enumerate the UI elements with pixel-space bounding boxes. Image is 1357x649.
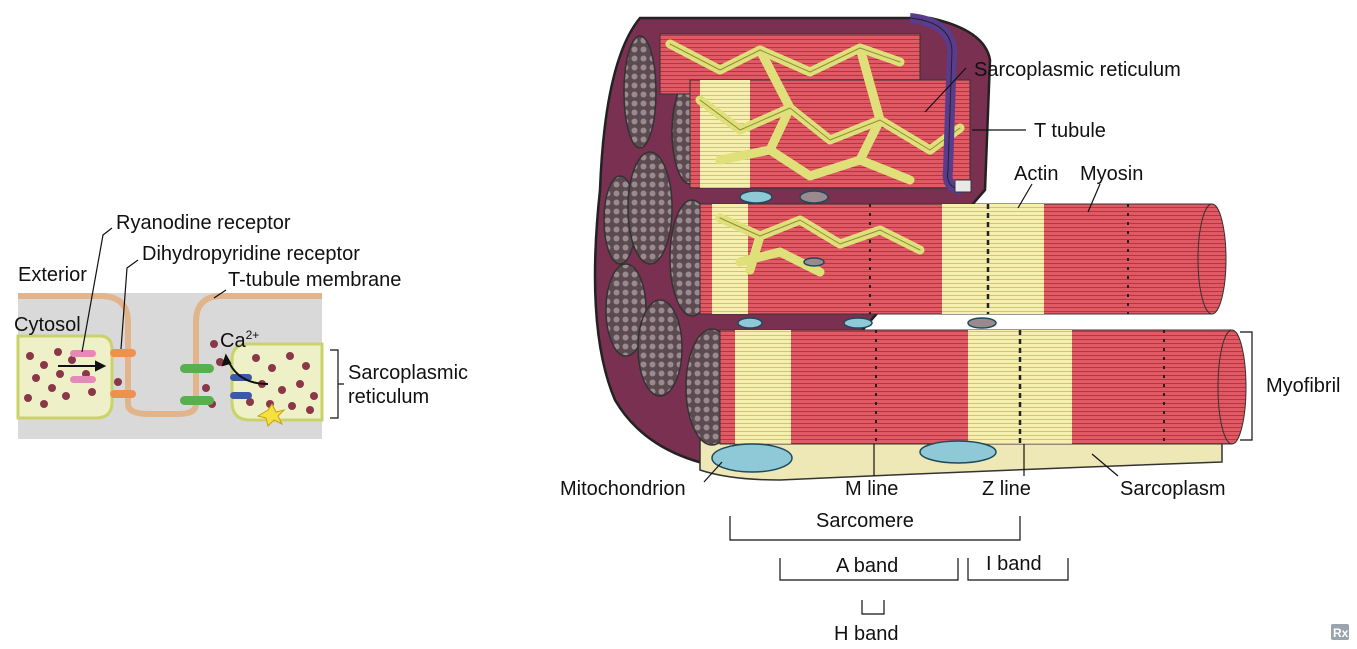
mitochondria — [711, 190, 997, 473]
release-spark-icon — [256, 403, 286, 427]
i-band-label: I band — [986, 553, 1042, 575]
dihydropyridine-receptor-bottom — [110, 390, 136, 398]
mitochondrion-label: Mitochondrion — [560, 478, 686, 500]
left-leader-lines — [81, 227, 344, 419]
myofibril-label: Myofibril — [1266, 375, 1340, 397]
sarcoplasmic-reticulum-label-line1: Sarcoplasmic — [348, 362, 468, 384]
dihydropyridine-receptor-top — [110, 349, 136, 357]
myosin-label: Myosin — [1080, 163, 1143, 185]
sr-right-compartment — [230, 342, 324, 422]
ryanodine-receptor-top — [70, 350, 96, 357]
t-tubule-label: T tubule — [1034, 120, 1106, 142]
myofibril-middle — [699, 203, 1227, 315]
myofibril-bottom — [719, 329, 1247, 445]
excitation-contraction-panel: Ryanodine receptor Dihydropyridine recep… — [14, 212, 468, 439]
rx-watermark: Rx — [1331, 624, 1349, 640]
a-band-label: A band — [836, 555, 898, 577]
sarcoplasmic-reticulum-outline — [669, 43, 961, 251]
actin-label: Actin — [1014, 163, 1058, 185]
sarcoplasm-label: Sarcoplasm — [1120, 478, 1226, 500]
right-leader-lines — [703, 67, 1253, 615]
sr-left-compartment — [16, 334, 114, 420]
sarcoplasmic-reticulum-label-line2: reticulum — [348, 386, 429, 408]
calcium-flow-arrows — [58, 353, 269, 385]
z-line-label: Z line — [982, 478, 1031, 500]
sarcoplasmic-reticulum-label: Sarcoplasmic reticulum — [974, 59, 1181, 81]
muscle-fiber-illustration: Sarcoplasmic reticulum T tubule Actin My… — [560, 13, 1340, 645]
t-tubule-membrane-label: T-tubule membrane — [228, 269, 401, 291]
right-ryr-bottom — [230, 392, 252, 399]
calcium-label: Ca2+ — [220, 328, 259, 352]
right-dhp-receptor-top — [180, 364, 214, 373]
h-band-label: H band — [834, 623, 899, 645]
dihydropyridine-receptor-label: Dihydropyridine receptor — [142, 243, 360, 265]
t-tubule-membrane — [18, 293, 322, 417]
m-line-label: M line — [845, 478, 898, 500]
sarcomere-label: Sarcomere — [816, 510, 914, 532]
ryanodine-receptor-label: Ryanodine receptor — [116, 212, 291, 234]
ryanodine-receptor-bottom — [70, 376, 96, 383]
exterior-label: Exterior — [18, 264, 87, 286]
t-tubule-outline — [909, 17, 963, 191]
cytosol-label: Cytosol — [14, 314, 81, 336]
t-tubule-end — [954, 179, 972, 193]
svg-text:Rx: Rx — [1333, 626, 1349, 640]
right-dhp-receptor-bottom — [180, 396, 214, 405]
